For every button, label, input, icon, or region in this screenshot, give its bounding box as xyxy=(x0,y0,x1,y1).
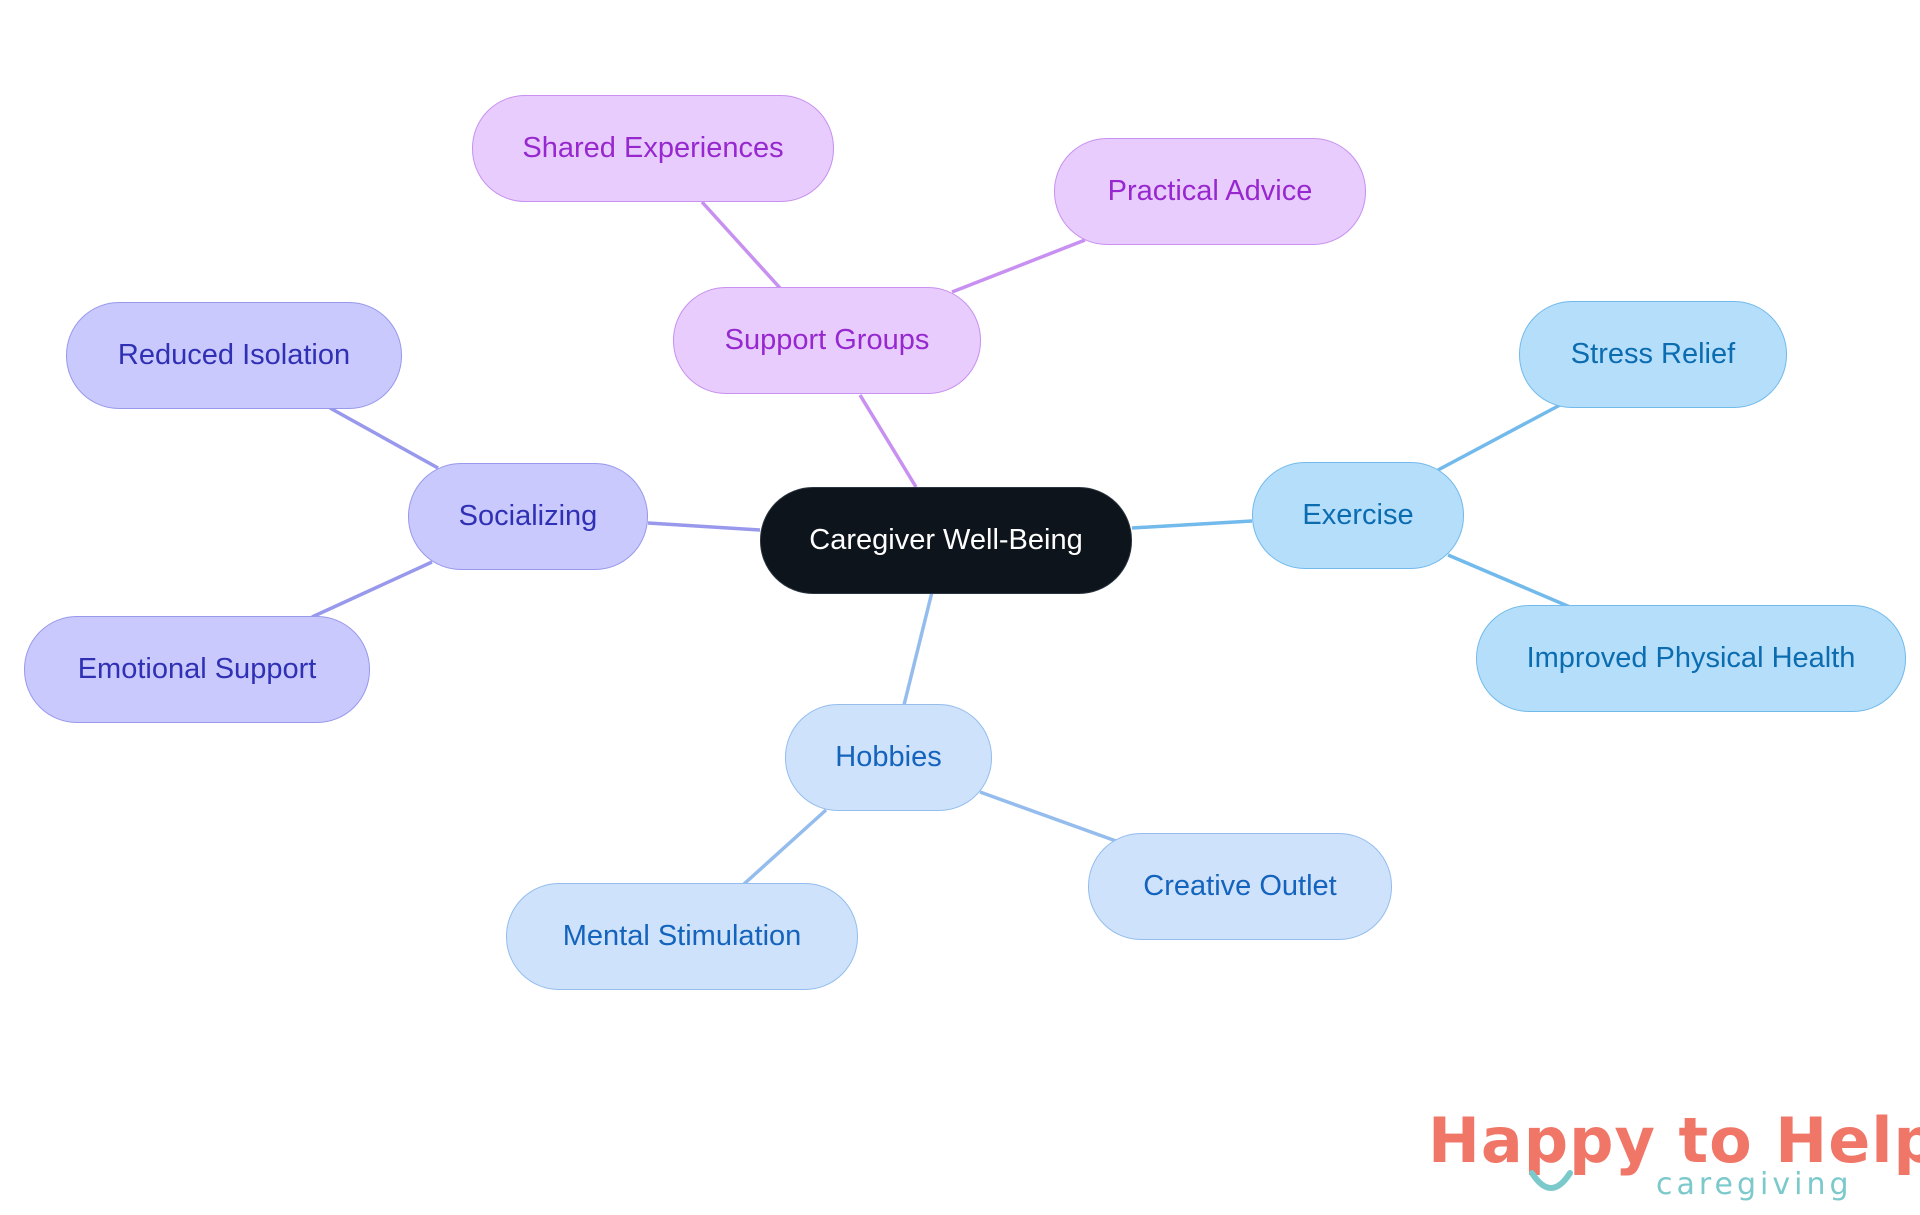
leaf-node-reduced-isolation[interactable]: Reduced Isolation xyxy=(66,302,402,409)
leaf-node-improved-physical-health[interactable]: Improved Physical Health xyxy=(1476,605,1906,712)
edge-root-support-groups xyxy=(858,394,918,488)
edge-support-groups-shared-experiences xyxy=(700,200,782,290)
branch-node-label: Support Groups xyxy=(724,324,930,356)
leaf-node-stress-relief[interactable]: Stress Relief xyxy=(1519,301,1787,408)
leaf-node-label: Improved Physical Health xyxy=(1526,642,1856,674)
edge-root-exercise xyxy=(1131,519,1253,530)
edge-hobbies-creative-outlet xyxy=(979,790,1117,843)
branch-node-support-groups[interactable]: Support Groups xyxy=(673,287,981,394)
edge-socializing-emotional-support xyxy=(311,560,433,619)
leaf-node-practical-advice[interactable]: Practical Advice xyxy=(1054,138,1366,245)
leaf-node-label: Reduced Isolation xyxy=(117,339,351,371)
root-node-label: Caregiver Well-Being xyxy=(809,524,1083,556)
leaf-node-label: Emotional Support xyxy=(77,653,317,685)
branch-node-exercise[interactable]: Exercise xyxy=(1252,462,1464,569)
logo-subtitle: caregiving xyxy=(1656,1167,1853,1202)
edge-support-groups-practical-advice xyxy=(951,238,1086,294)
leaf-node-label: Practical Advice xyxy=(1107,175,1313,207)
leaf-node-creative-outlet[interactable]: Creative Outlet xyxy=(1088,833,1392,940)
edge-root-hobbies xyxy=(902,591,934,706)
leaf-node-label: Shared Experiences xyxy=(522,132,784,164)
edge-exercise-stress-relief xyxy=(1437,403,1561,472)
edge-root-socializing xyxy=(647,521,761,532)
edge-exercise-improved-physical-health xyxy=(1447,553,1571,609)
root-node[interactable]: Caregiver Well-Being xyxy=(760,487,1132,594)
branch-node-label: Hobbies xyxy=(835,741,942,773)
branch-node-hobbies[interactable]: Hobbies xyxy=(785,704,992,811)
branch-node-label: Socializing xyxy=(458,500,598,532)
branch-node-socializing[interactable]: Socializing xyxy=(408,463,648,570)
leaf-node-shared-experiences[interactable]: Shared Experiences xyxy=(472,95,834,202)
leaf-node-label: Mental Stimulation xyxy=(562,920,802,952)
smile-icon xyxy=(1529,1170,1573,1191)
edge-socializing-reduced-isolation xyxy=(329,406,439,470)
leaf-node-label: Stress Relief xyxy=(1570,338,1736,370)
leaf-node-mental-stimulation[interactable]: Mental Stimulation xyxy=(506,883,858,990)
edge-hobbies-mental-stimulation xyxy=(742,808,828,886)
leaf-node-emotional-support[interactable]: Emotional Support xyxy=(24,616,370,723)
branch-node-label: Exercise xyxy=(1302,499,1414,531)
happy-to-help-logo: Happy to Help caregiving xyxy=(1420,1105,1920,1205)
leaf-node-label: Creative Outlet xyxy=(1143,870,1337,902)
logo-title: Happy to Help xyxy=(1428,1104,1920,1177)
